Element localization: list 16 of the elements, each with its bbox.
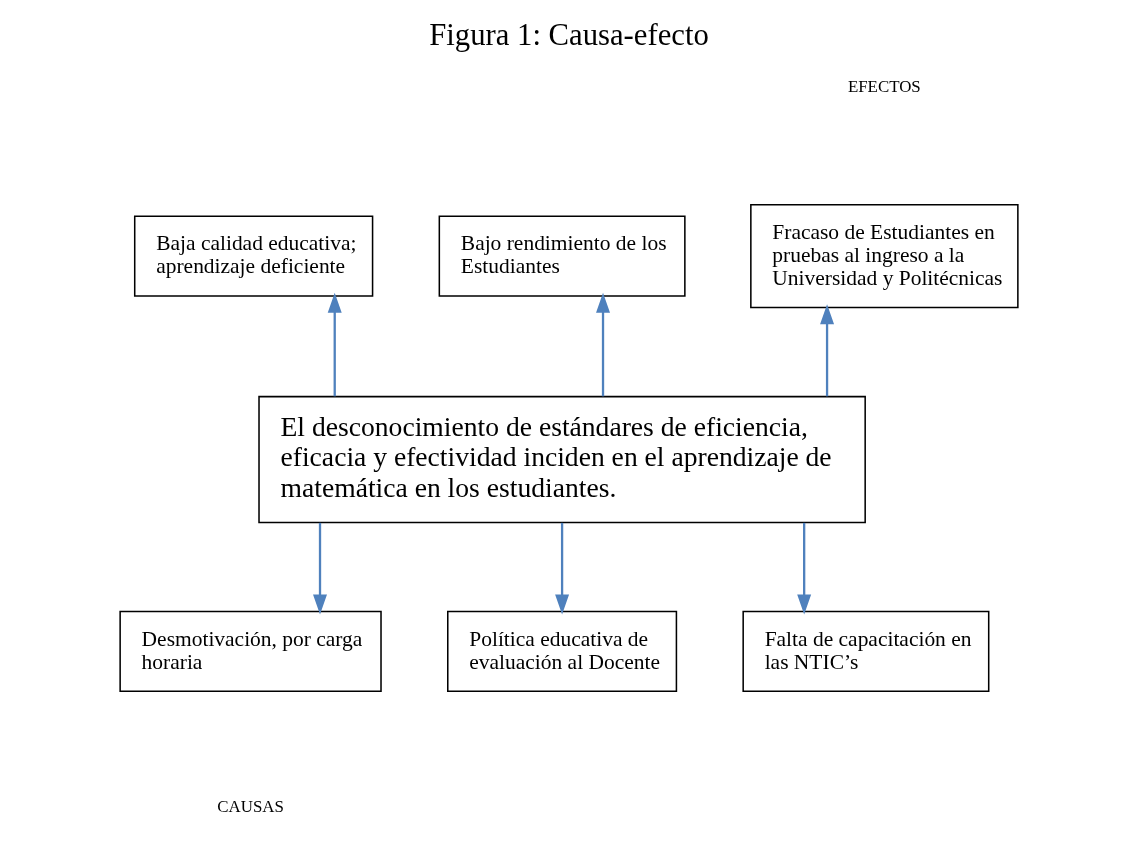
node-box: Política educativa de evaluación al Docente [446, 610, 677, 692]
arrow [554, 522, 569, 615]
label: EFECTOS [847, 77, 921, 97]
node-box: Baja calidad educativa; aprendizaje deficiente [133, 215, 373, 297]
arrow [796, 522, 811, 615]
label: CAUSAS [216, 797, 284, 817]
arrow [327, 292, 342, 397]
node-box: Fracaso de Estudiantes en pruebas al ingreso a la Universidad y Politécnicas [749, 204, 1019, 309]
node-box: Desmotivación, por carga horaria [118, 610, 382, 692]
node-box: Bajo rendimiento de los Estudiantes [438, 215, 686, 297]
arrow [595, 292, 610, 397]
node-box: El desconocimiento de estándares de eficiencia, eficacia y efectividad inciden en el aprendizaje de matemática en los estudiantes. [257, 395, 866, 524]
arrow [312, 522, 327, 615]
arrow [819, 304, 834, 397]
node-box: Falta de capacitación en las NTIC’s [741, 610, 989, 692]
diagram-title: Figura 1: Causa-efecto [428, 18, 709, 53]
